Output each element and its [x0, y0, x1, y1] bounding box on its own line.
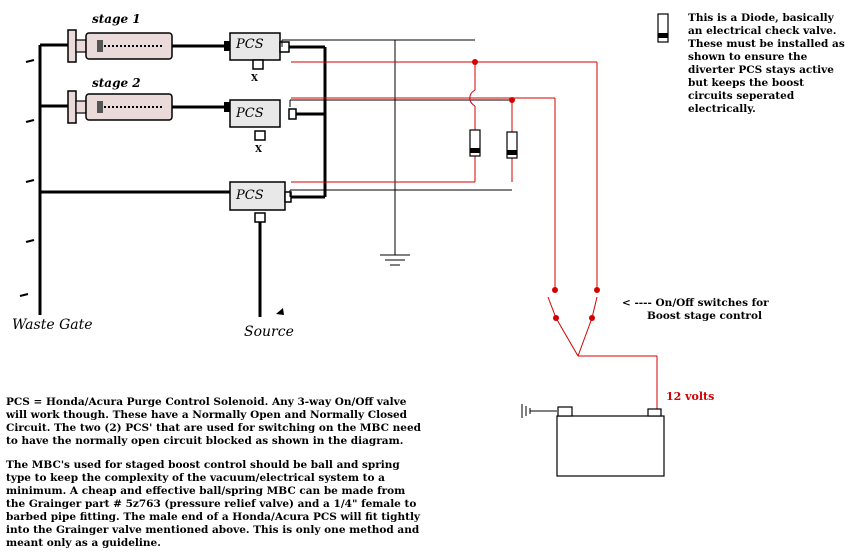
pcs-2-x-label: X: [255, 145, 262, 155]
mbc-stage-2: [67, 90, 173, 124]
pcs-1-x-label: X: [251, 74, 258, 84]
pcs-3-label: PCS: [236, 188, 264, 203]
pcs-2: [224, 99, 297, 141]
switch-note-line-1: < ---- On/Off switches for: [622, 297, 769, 309]
stage-1-label: stage 1: [92, 12, 141, 26]
pcs-explanation: PCS = Honda/Acura Purge Control Solenoid…: [6, 396, 421, 447]
electrical-circuit: [291, 61, 658, 410]
battery: [521, 404, 665, 477]
source-label: Source: [244, 324, 294, 340]
pcs-output-pipes: [258, 45, 327, 317]
diode-2: [506, 131, 518, 159]
diode-note: This is a Diode, basically an electrical…: [688, 12, 845, 115]
waste-gate-label: Waste Gate: [12, 317, 93, 333]
ground-wire: [281, 39, 512, 266]
source-arrow: [276, 308, 284, 315]
junction-dots: [472, 59, 600, 321]
pressure-ticks: [19, 59, 35, 297]
switch-note-line-2: Boost stage control: [647, 310, 762, 322]
waste-gate-pipe: [38, 43, 230, 315]
pcs-1: [224, 32, 290, 70]
mbc-stage-1: [67, 29, 173, 63]
pcs-2-label: PCS: [236, 106, 264, 121]
mbc-to-pcs-pipes: [172, 44, 224, 109]
diode-1: [469, 129, 481, 157]
stage-2-label: stage 2: [92, 76, 141, 90]
pcs-1-label: PCS: [236, 37, 264, 52]
mbc-explanation: The MBC's used for staged boost control …: [6, 459, 421, 549]
twelve-volts-label: 12 volts: [666, 390, 715, 403]
pcs-3: [229, 181, 292, 223]
diode-legend-icon: [657, 13, 669, 43]
